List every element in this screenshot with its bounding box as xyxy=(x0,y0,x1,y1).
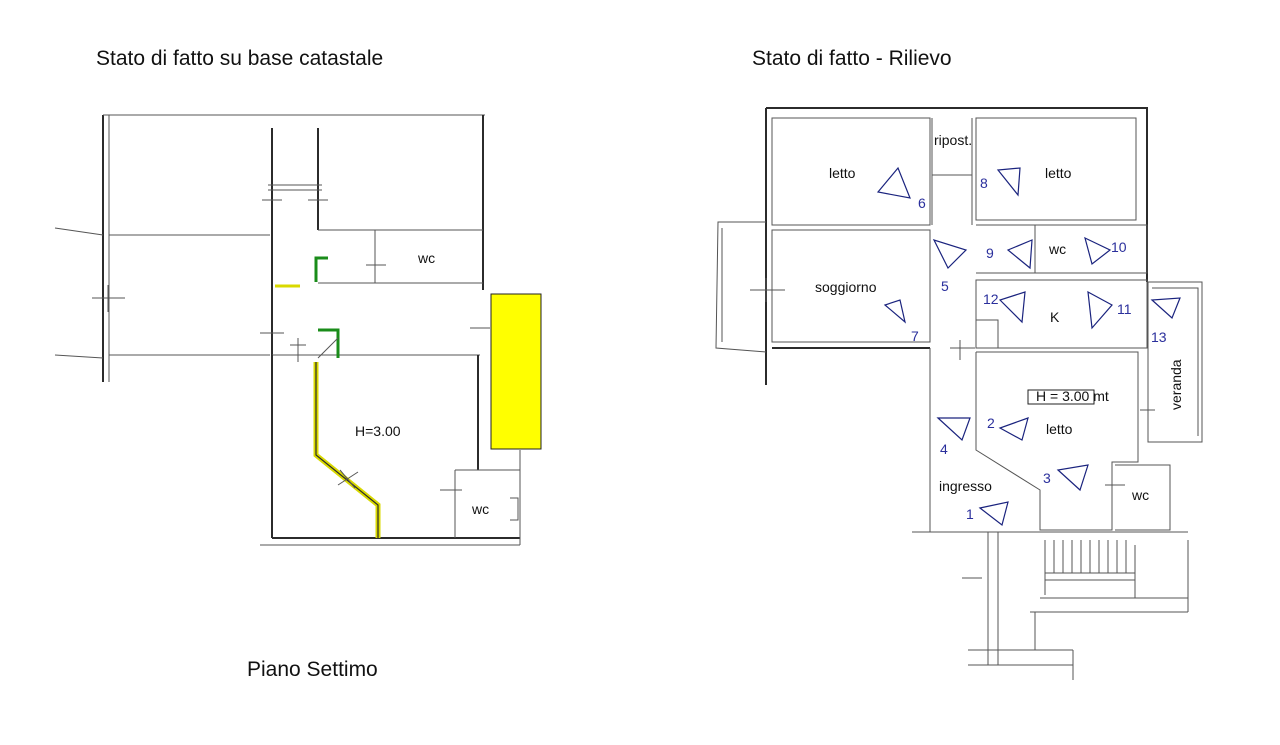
door-number-6: 6 xyxy=(918,195,926,211)
door-number-4: 4 xyxy=(940,441,948,457)
door-number-1: 1 xyxy=(966,506,974,522)
green-wall-mark-2 xyxy=(318,328,340,358)
room-soggiorno: soggiorno xyxy=(815,279,877,295)
door-number-7: 7 xyxy=(911,328,919,344)
room-letto-2: letto xyxy=(1045,165,1072,181)
door-number-11: 11 xyxy=(1117,301,1132,317)
room-veranda: veranda xyxy=(1168,359,1184,410)
room-ripost: ripost. xyxy=(934,132,972,148)
left-wc2-label: wc xyxy=(471,501,489,517)
room-letto-1: letto xyxy=(829,165,856,181)
door-number-2: 2 xyxy=(987,415,995,431)
room-wc-2: wc xyxy=(1131,487,1149,503)
title-floor: Piano Settimo xyxy=(247,658,378,681)
room-wc-1: wc xyxy=(1048,241,1066,257)
title-right: Stato di fatto - Rilievo xyxy=(752,47,952,70)
left-height-label: H=3.00 xyxy=(355,423,401,439)
door-number-3: 3 xyxy=(1043,470,1051,486)
height-tag: H = 3.00 mt xyxy=(1036,388,1109,404)
room-ingresso: ingresso xyxy=(939,478,992,494)
door-number-10: 10 xyxy=(1111,239,1127,255)
green-wall-mark xyxy=(314,256,328,282)
room-letto-3: letto xyxy=(1046,421,1073,437)
room-k: K xyxy=(1050,309,1060,325)
door-number-12: 12 xyxy=(983,291,999,307)
left-floor-plan: wc H=3.00 wc xyxy=(54,114,542,546)
door-swing-marks xyxy=(876,166,1181,527)
right-floor-plan: H = 3.00 mt letto ripost. letto wc soggi… xyxy=(715,107,1203,680)
yellow-highlight-area xyxy=(490,293,542,450)
door-number-13: 13 xyxy=(1151,329,1167,345)
stairs xyxy=(1044,540,1136,598)
diagonal-wall-highlight xyxy=(313,362,381,538)
door-number-8: 8 xyxy=(980,175,988,191)
left-wc-label: wc xyxy=(417,250,435,266)
height-tag-box xyxy=(1027,389,1095,405)
door-number-5: 5 xyxy=(941,278,949,294)
door-number-9: 9 xyxy=(986,245,994,261)
title-left: Stato di fatto su base catastale xyxy=(96,47,384,70)
